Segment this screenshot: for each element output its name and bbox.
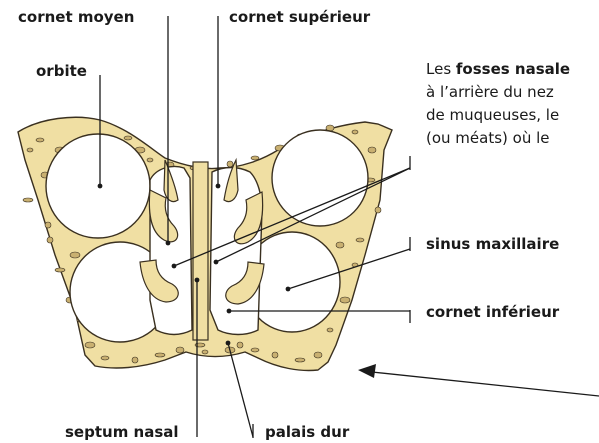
bone-speckle bbox=[251, 348, 259, 352]
bone-speckle bbox=[45, 222, 51, 228]
bone-speckle bbox=[375, 207, 381, 213]
bone-speckle bbox=[314, 352, 322, 358]
description-line-1: Les fosses nasale bbox=[426, 58, 570, 81]
bone-speckle bbox=[340, 297, 350, 303]
bone-speckle bbox=[251, 156, 259, 160]
label-cornet-inferieur: cornet inférieur bbox=[426, 305, 559, 320]
label-orbite: orbite bbox=[36, 64, 87, 79]
bone-speckle bbox=[155, 353, 165, 357]
description-paragraph: Les fosses nasale à l’arrière du nez de … bbox=[426, 58, 570, 150]
label-septum-nasal: septum nasal bbox=[65, 425, 179, 440]
bone-speckle bbox=[47, 237, 53, 243]
bone-speckle bbox=[132, 357, 138, 363]
bone-speckle bbox=[23, 198, 33, 202]
bone-speckle bbox=[227, 161, 233, 167]
bone-speckle bbox=[202, 350, 208, 354]
label-palais-dur: palais dur bbox=[265, 425, 349, 440]
label-cornet-moyen: cornet moyen bbox=[18, 10, 134, 25]
bone-speckle bbox=[327, 328, 333, 332]
description-line-4: (ou méats) où le bbox=[426, 127, 570, 150]
bone-speckle bbox=[27, 148, 33, 152]
bone-speckle bbox=[55, 268, 65, 272]
bone-speckle bbox=[272, 352, 278, 358]
bone-speckle bbox=[368, 147, 376, 153]
description-line-2: à l’arrière du nez bbox=[426, 81, 570, 104]
bone-speckle bbox=[147, 158, 153, 162]
label-cornet-superieur: cornet supérieur bbox=[229, 10, 370, 25]
pointer-arrow bbox=[358, 364, 599, 396]
nasal-septum bbox=[193, 162, 208, 340]
bone-speckle bbox=[295, 358, 305, 362]
bone-speckle bbox=[352, 130, 358, 134]
bone-speckle bbox=[356, 238, 364, 242]
bone-speckle bbox=[176, 347, 184, 353]
description-line-3: de muqueuses, le bbox=[426, 104, 570, 127]
bone-speckle bbox=[101, 356, 109, 360]
bone-speckle bbox=[237, 342, 243, 348]
bone-speckle bbox=[36, 138, 44, 142]
bone-speckle bbox=[70, 252, 80, 258]
bone-speckle bbox=[336, 242, 344, 248]
label-sinus-maxillaire: sinus maxillaire bbox=[426, 237, 559, 252]
bone-speckle bbox=[85, 342, 95, 348]
bone-speckle bbox=[124, 136, 132, 140]
